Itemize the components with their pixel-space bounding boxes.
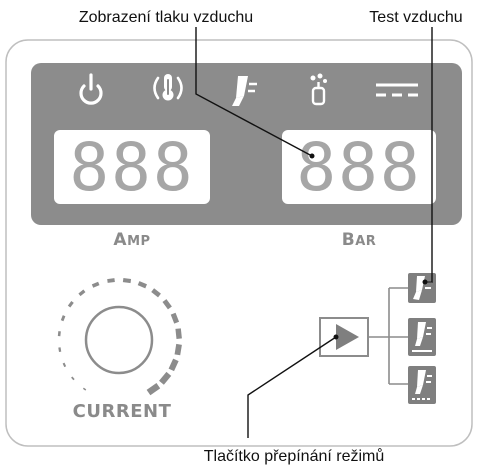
mode-connector-lines [368, 287, 408, 385]
dc-current-icon [376, 83, 418, 97]
knob-scale-tick [151, 288, 161, 298]
current-knob-scale [57, 277, 182, 396]
knob-scale-tick [159, 371, 172, 385]
knob-scale-tick [91, 281, 100, 288]
knob-scale-tick [67, 300, 74, 308]
leader-dot-air-test [422, 279, 428, 285]
callout-air-test: Test vzduchu [369, 9, 462, 26]
knob-scale-tick [146, 383, 161, 396]
knob-scale-tick [57, 331, 61, 337]
play-icon [336, 324, 359, 350]
callout-air-pressure-display: Zobrazení tlaku vzduchu [79, 9, 253, 26]
current-label: CURRENT [73, 401, 172, 422]
bar-display-window [282, 130, 436, 204]
knob-scale-tick [162, 299, 172, 310]
air-test-mode-icon [408, 273, 436, 303]
amp-display-window [54, 130, 210, 204]
knob-scale-tick [122, 277, 132, 284]
knob-scale-tick [58, 347, 62, 352]
knob-scale-tick [62, 362, 67, 368]
power-icon [79, 73, 103, 105]
leader-dot-mode-button [333, 334, 339, 340]
thermometer-icon [153, 74, 183, 101]
bar-display-digits: 888 [296, 129, 421, 206]
knob-scale-tick [175, 328, 182, 339]
current-knob[interactable] [84, 305, 154, 375]
grid-cut-mode-icon [408, 366, 436, 404]
bar-label: BAR [342, 230, 377, 250]
continuous-cut-mode-icon [408, 318, 436, 356]
knob-scale-tick [78, 289, 86, 297]
knob-scale-tick [168, 358, 179, 372]
knob-scale-tick [137, 281, 147, 289]
leader-dot-pressure [309, 153, 315, 159]
air-bottle-icon [310, 73, 327, 106]
callout-mode-switch-button: Tlačítko přepínání režimů [204, 447, 385, 465]
knob-scale-tick [107, 278, 115, 283]
knob-scale-tick [71, 376, 75, 381]
knob-scale-tick [82, 387, 87, 391]
amp-label: AMP [113, 230, 150, 250]
knob-scale-tick [170, 312, 180, 324]
knob-scale-tick [174, 343, 182, 356]
amp-display-digits: 888 [69, 129, 194, 206]
torch-icon [232, 76, 257, 106]
knob-scale-tick [60, 315, 66, 322]
